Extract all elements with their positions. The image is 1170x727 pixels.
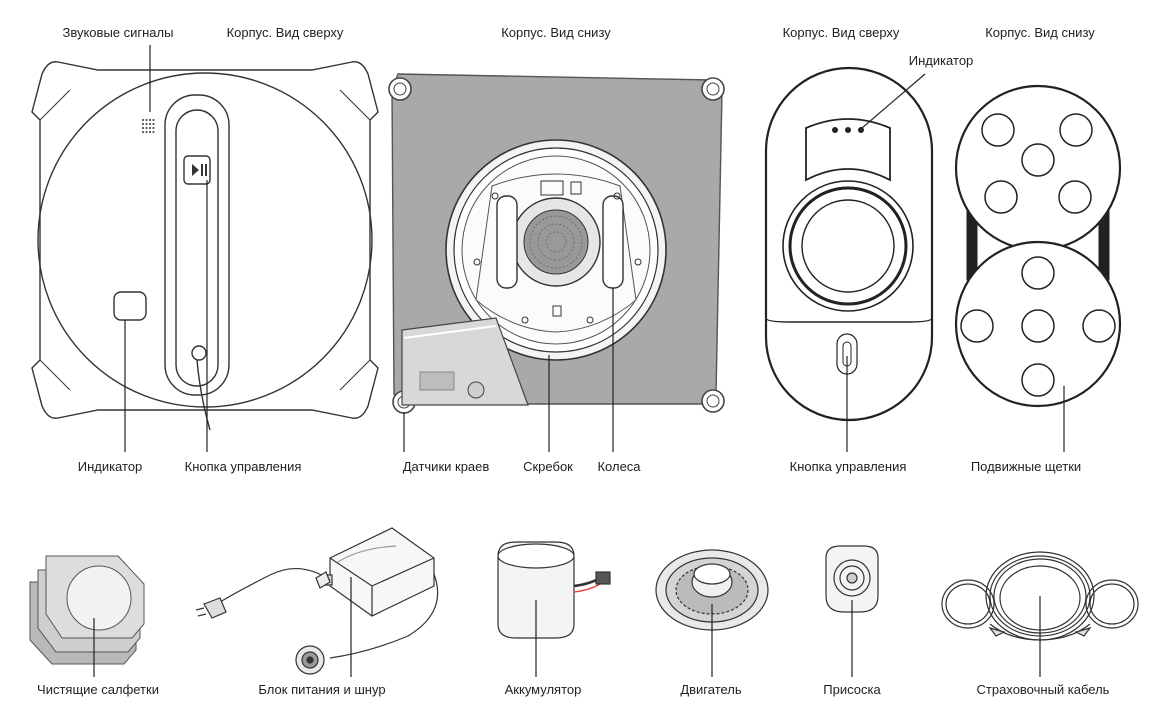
battery-icon: [497, 541, 611, 639]
suction-cup-icon: [825, 545, 879, 613]
accessory-label-4: Присоска: [823, 682, 881, 697]
accessory-label-0: Чистящие салфетки: [37, 682, 159, 697]
cleaning-pads-icon: [29, 555, 145, 665]
heading-robot-bottom: Корпус. Вид снизу: [501, 25, 611, 40]
callout-moving-brushes: Подвижные щетки: [971, 459, 1081, 474]
callout-edge-sensors: Датчики краев: [403, 459, 490, 474]
heading-round-bottom: Корпус. Вид снизу: [985, 25, 1095, 40]
control-button-square: [191, 345, 207, 361]
heading-round-top: Корпус. Вид сверху: [783, 25, 900, 40]
accessory-label-2: Аккумулятор: [505, 682, 582, 697]
callout-control-button-square: Кнопка управления: [185, 459, 302, 474]
brush-pads-icon: [960, 113, 1116, 397]
callout-scraper: Скребок: [523, 459, 573, 474]
round-robot-top-view: [764, 66, 934, 422]
callout-wheels: Колеса: [597, 459, 641, 474]
wheel-left: [496, 195, 518, 289]
square-robot-bottom-view: [388, 73, 725, 414]
speaker-grid-icon: [141, 118, 155, 134]
accessory-label-1: Блок питания и шнур: [258, 682, 385, 697]
callout-indicator-round: Индикатор: [909, 53, 974, 68]
safety-cable-icon: [941, 551, 1139, 641]
indicator-dots-icon: [832, 127, 864, 133]
accessory-label-3: Двигатель: [680, 682, 742, 697]
indicator-square-led: [113, 291, 147, 321]
square-robot-top-view: [31, 61, 379, 431]
brush-mesh-icon: [523, 209, 589, 275]
motor-icon: [655, 549, 769, 631]
accessory-label-5: Страховочный кабель: [977, 682, 1110, 697]
round-robot-bottom-view: [954, 84, 1122, 408]
callout-sound-signals: Звуковые сигналы: [63, 25, 174, 40]
play-pause-icon: [183, 155, 211, 185]
callout-control-button-round: Кнопка управления: [790, 459, 907, 474]
power-adapter-icon: [195, 527, 439, 675]
callout-indicator-square: Индикатор: [78, 459, 143, 474]
heading-robot-top: Корпус. Вид сверху: [227, 25, 344, 40]
wheel-right: [602, 195, 624, 289]
